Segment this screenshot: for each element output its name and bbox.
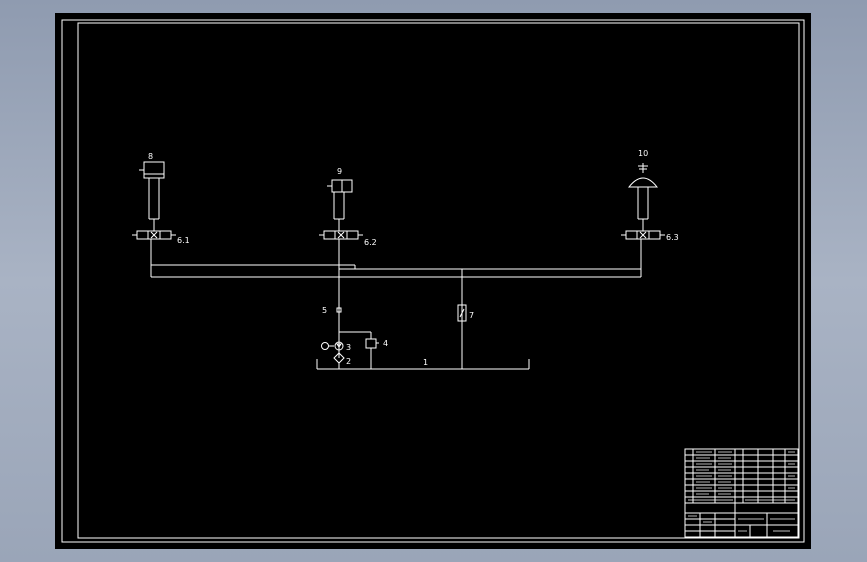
cylinder-9 <box>327 179 353 231</box>
reservoir-1 <box>316 359 530 370</box>
valve-6-1 <box>132 230 176 277</box>
title-block <box>684 448 799 538</box>
label-7: 7 <box>469 311 474 320</box>
label-9: 9 <box>337 167 342 176</box>
label-6-3: 6.3 <box>666 233 679 242</box>
label-10: 10 <box>638 149 648 158</box>
actuator-10 <box>627 163 659 231</box>
label-3: 3 <box>346 343 351 352</box>
inner-border <box>77 22 800 539</box>
label-2: 2 <box>346 357 351 366</box>
label-6-1: 6.1 <box>177 236 190 245</box>
cylinder-8 <box>139 161 165 231</box>
valve-6-3 <box>621 230 665 277</box>
component-2-filter <box>333 352 345 369</box>
drawing-sheet[interactable]: 8 6.1 9 <box>55 13 811 549</box>
label-5: 5 <box>322 306 327 315</box>
label-8: 8 <box>148 152 153 161</box>
hydraulic-schematic: 8 6.1 9 <box>61 19 805 543</box>
label-6-2: 6.2 <box>364 238 377 247</box>
component-3-pump <box>321 341 344 351</box>
component-5-node <box>336 307 342 313</box>
label-1: 1 <box>423 358 428 367</box>
label-4: 4 <box>383 339 388 348</box>
component-4-relief-valve <box>339 331 379 369</box>
component-7 <box>457 304 467 322</box>
supply-lines <box>151 264 641 369</box>
outer-border <box>61 19 805 543</box>
valve-6-2 <box>319 230 363 358</box>
